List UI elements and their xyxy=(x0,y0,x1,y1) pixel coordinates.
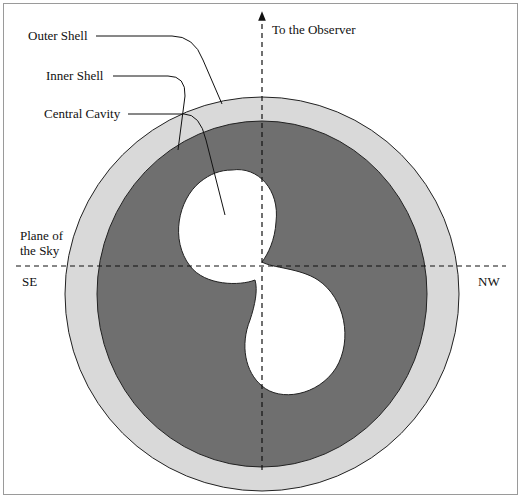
annotation-label: Plane of the Sky xyxy=(20,228,82,258)
plane-of-sky-line xyxy=(16,265,506,266)
annotation-label: NW xyxy=(478,274,500,289)
annotation-label: Inner Shell xyxy=(46,68,103,83)
line-of-sight xyxy=(261,16,262,470)
annotation-label: To the Observer xyxy=(272,22,356,37)
leader-line xyxy=(96,36,222,104)
frame xyxy=(4,4,518,495)
annotation-label: Central Cavity xyxy=(44,106,120,121)
annotation-label: SE xyxy=(22,274,37,289)
annotation-label: Outer Shell xyxy=(28,28,88,43)
leader-line xyxy=(113,76,185,150)
leader-line xyxy=(128,114,225,215)
